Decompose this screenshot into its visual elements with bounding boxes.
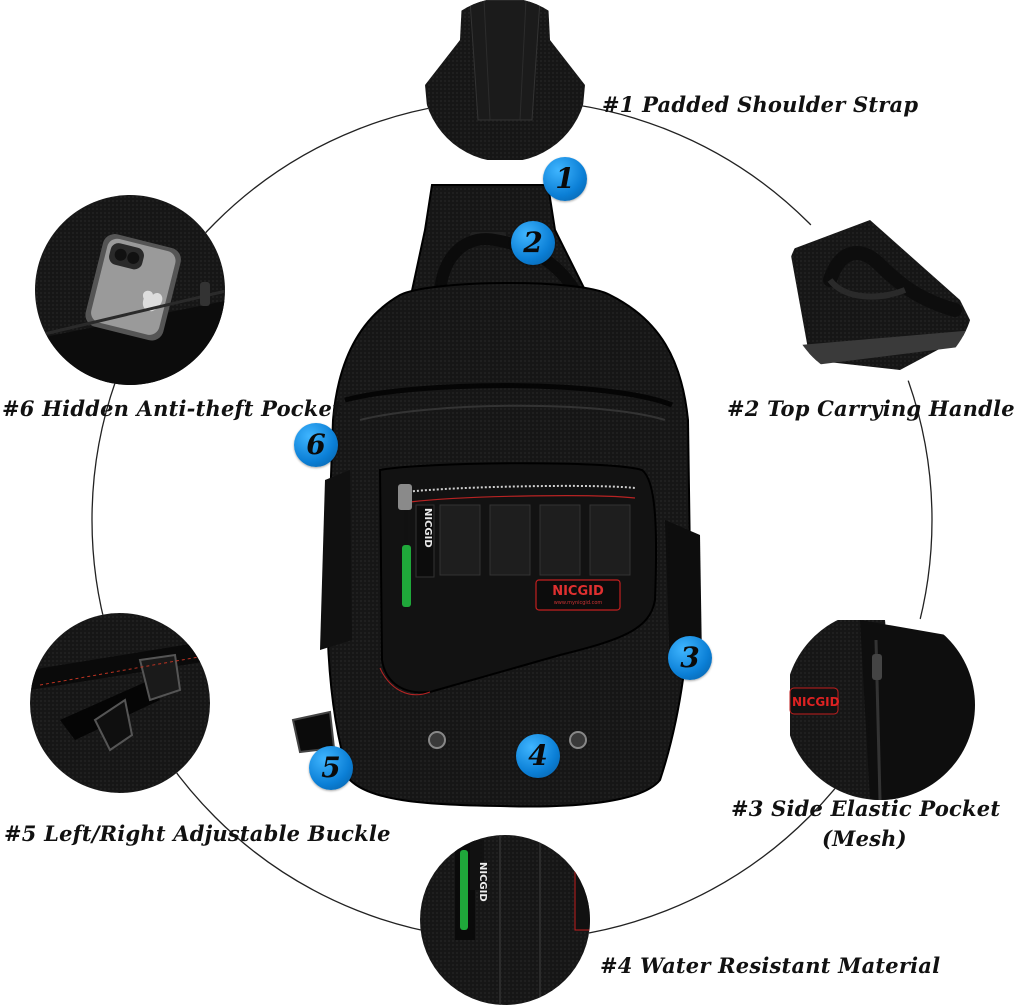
main-logo-url: www.mynicgid.com: [553, 600, 603, 606]
callout-side-elastic-pocket-mesh: (Mesh): [822, 826, 907, 851]
callout-side-elastic-pocket: #3 Side Elastic Pocket: [731, 796, 1001, 821]
strap-detail-image: [423, 0, 587, 162]
badge-3: 3: [668, 636, 712, 680]
svg-text:NICGID: NICGID: [792, 695, 840, 709]
svg-text:NICGID: NICGID: [477, 862, 488, 902]
main-logo-text: NICGID: [552, 584, 604, 599]
zip-tag-text: NICGID: [422, 508, 433, 548]
callout-adjustable-buckle: #5 Left/Right Adjustable Buckle: [4, 821, 391, 846]
badge-2: 2: [511, 221, 555, 265]
badge-1: 1: [543, 157, 587, 201]
badge-4: 4: [516, 734, 560, 778]
material-detail-image: NICGID: [420, 835, 590, 1005]
sling-bag-image: [291, 184, 702, 808]
side-pocket-detail-image: NICGID: [785, 610, 975, 800]
buckle-detail-image: [30, 613, 210, 793]
main-logo-patch: [535, 579, 621, 611]
badge-5: 5: [309, 746, 353, 790]
callout-padded-shoulder-strap: #1 Padded Shoulder Strap: [602, 92, 919, 117]
callout-top-carrying-handle: #2 Top Carrying Handle: [727, 396, 1015, 421]
callout-hidden-anti-theft-pocket: #6 Hidden Anti-theft Pocket: [2, 396, 343, 421]
handle-detail-image: [785, 195, 975, 385]
callout-water-resistant-material: #4 Water Resistant Material: [600, 953, 941, 978]
badge-6: 6: [294, 423, 338, 467]
pocket-detail-image: [35, 195, 225, 385]
